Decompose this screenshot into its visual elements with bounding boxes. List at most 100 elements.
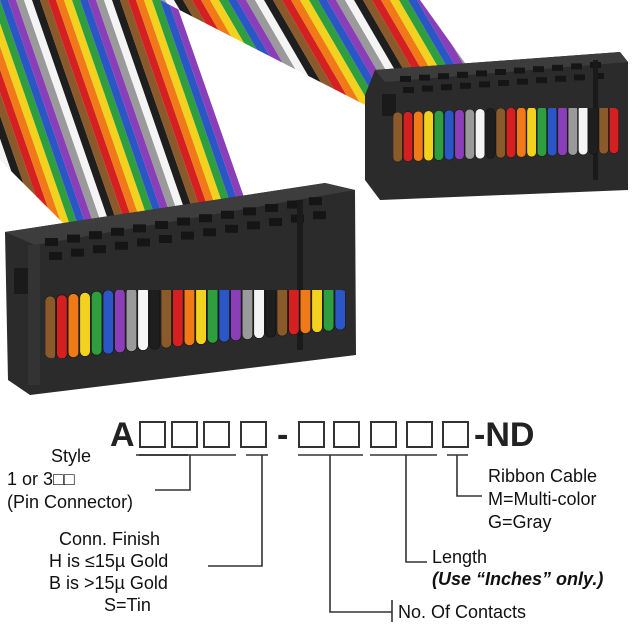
wire-end (91, 290, 103, 356)
contact-hole (457, 71, 468, 78)
cable-wire (0, 0, 90, 245)
finish-title-label: Conn. Finish (59, 529, 161, 549)
cable-wire (0, 0, 82, 245)
wire-end (464, 108, 475, 160)
finish-b-label: B is >15µ Gold (49, 573, 168, 593)
ribbon-cable-label: Ribbon Cable (488, 466, 598, 486)
wire-end (288, 290, 300, 336)
cable-wire (72, 0, 170, 245)
contacts-label: No. Of Contacts (398, 602, 527, 622)
wire-end (183, 290, 195, 346)
cable-wire (291, 0, 370, 110)
wire-end (444, 109, 455, 161)
contact-hole (137, 238, 150, 247)
part-number-suffix: -ND (474, 416, 535, 454)
wire-end (323, 290, 335, 332)
contact-hole (419, 74, 430, 81)
wire-end (56, 294, 68, 358)
wire-end (433, 110, 444, 161)
wire-end (598, 108, 609, 155)
wire-end (578, 108, 589, 156)
cable-wire (120, 0, 218, 245)
wire-end (547, 108, 558, 157)
contact-hole (133, 224, 146, 233)
contact-hole (199, 214, 212, 223)
contact-hole (45, 238, 58, 246)
wire-end (299, 290, 312, 334)
cable-wire (144, 0, 242, 245)
cable-wire (0, 0, 66, 245)
wire-end (557, 108, 568, 156)
wire-end (265, 290, 277, 338)
cable-wire (160, 0, 245, 245)
left-idc-connector (5, 183, 356, 395)
wire-end (334, 290, 346, 331)
length-digit-box-1 (370, 421, 397, 448)
contact-hole (111, 227, 124, 236)
wire-end (230, 290, 242, 342)
wire-end (475, 108, 486, 160)
contact-hole (533, 66, 544, 73)
wire-end (516, 108, 527, 158)
cable-wire (128, 0, 226, 245)
contact-hole (89, 231, 102, 240)
contact-hole (67, 234, 80, 243)
contacts-digit-box-2 (333, 421, 360, 448)
cable-wire (104, 0, 202, 245)
ribbon-gray-label: G=Gray (488, 512, 552, 532)
cable-wire (8, 0, 106, 245)
wire-end (207, 290, 219, 344)
contact-hole (265, 204, 278, 212)
contact-hole (181, 231, 194, 240)
wire-end (526, 108, 537, 158)
pin-connector-label: (Pin Connector) (7, 492, 134, 512)
wire-end (253, 290, 265, 339)
cable-wire (0, 0, 74, 245)
contact-hole (438, 73, 449, 80)
wire-end (506, 108, 516, 158)
wire-end (102, 290, 114, 355)
wire-end (114, 290, 126, 354)
contact-hole (495, 69, 506, 75)
wire-end (609, 108, 619, 154)
wire-end (172, 290, 184, 348)
cable-wire (32, 0, 130, 245)
contact-hole (203, 228, 216, 237)
wire-end (67, 293, 79, 358)
cable-wire (24, 0, 122, 245)
contact-hole (422, 85, 433, 92)
contact-hole (555, 75, 566, 82)
contact-hole (476, 70, 487, 77)
cable-wire (40, 0, 138, 245)
ribbon-digit-box (442, 421, 469, 448)
wire-end (485, 108, 496, 159)
cable-wire (282, 0, 361, 110)
style-digit-box-3 (203, 421, 230, 448)
contact-hole (225, 224, 238, 233)
wire-end (588, 108, 599, 155)
cable-wire (417, 0, 470, 110)
ribbon-multicolor-label: M=Multi-color (488, 489, 597, 509)
contact-hole (309, 197, 322, 206)
length-note-label: (Use “Inches” only.) (432, 569, 604, 589)
part-number-separator: - (277, 416, 289, 454)
cable-wire (112, 0, 210, 245)
wire-end (137, 290, 149, 351)
finish-digit-box (240, 421, 267, 448)
wire-end (79, 292, 91, 357)
contact-hole (460, 82, 471, 89)
wire-end (311, 290, 323, 333)
cable-wire (136, 0, 234, 245)
style-digit-box-2 (171, 421, 198, 448)
wire-end (195, 290, 207, 345)
wire-end (149, 290, 161, 350)
cable-wire (168, 0, 245, 245)
wire-end (413, 110, 424, 162)
cable-wire (88, 0, 186, 245)
contact-hole (514, 67, 525, 74)
style-digit-box-1 (139, 421, 166, 448)
contact-hole (49, 252, 62, 260)
contact-hole (403, 87, 414, 93)
contact-hole (243, 207, 256, 216)
wire-end (393, 111, 403, 163)
